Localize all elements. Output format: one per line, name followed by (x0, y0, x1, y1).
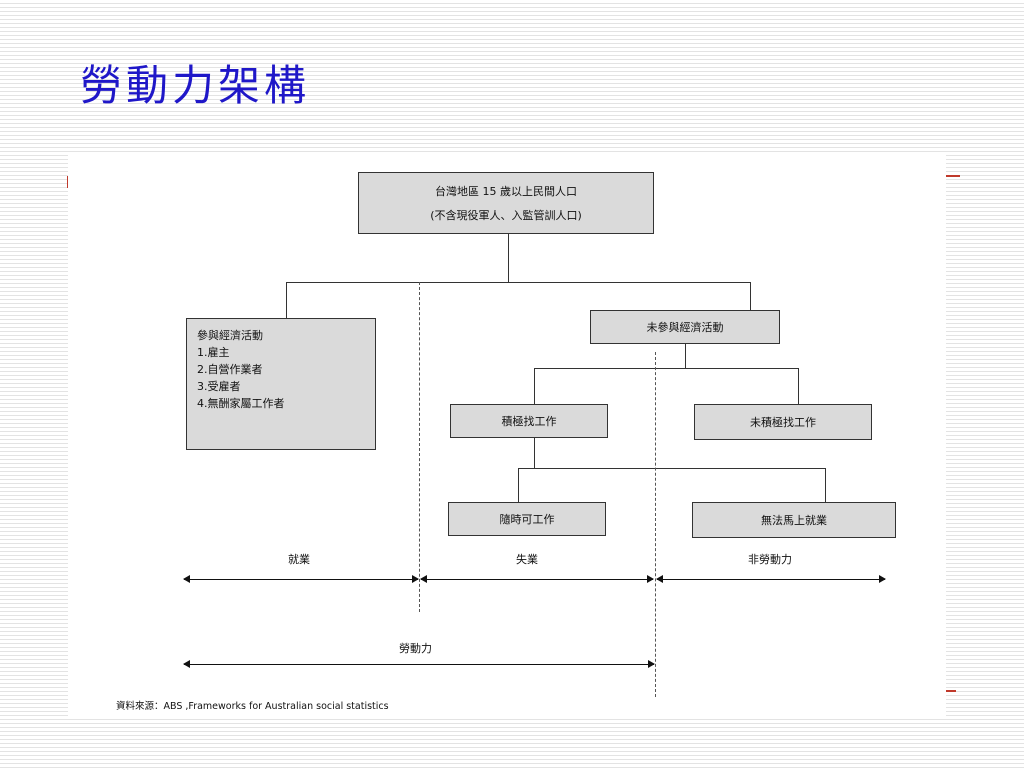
arrowhead-left (183, 575, 190, 583)
arrowhead-right (412, 575, 419, 583)
arrowhead-right (879, 575, 886, 583)
as-left-drop (518, 468, 519, 502)
inactive-search-label: 未積極找工作 (750, 416, 816, 429)
active-search-box: 積極找工作 (450, 404, 608, 438)
root-line-2: (不含現役軍人、入監管訓人口) (430, 209, 582, 222)
participating-heading: 參與經濟活動 (197, 329, 263, 342)
root-population-box: 台灣地區 15 歲以上民間人口 (不含現役軍人、入監管訓人口) (358, 172, 654, 234)
arrowhead-left (183, 660, 190, 668)
available-label: 隨時可工作 (499, 513, 555, 526)
np-branch (534, 368, 798, 369)
divider-employed-unemployed (419, 282, 420, 612)
arrow-labor-force (183, 660, 655, 668)
participating-item: 2.自營作業者 (197, 363, 263, 376)
np-left-drop (534, 368, 535, 404)
diagram-panel: 台灣地區 15 歲以上民間人口 (不含現役軍人、入監管訓人口) 參與經濟活動 1… (68, 152, 946, 718)
divider-labor-nonlabor (655, 352, 656, 697)
np-right-drop (798, 368, 799, 404)
accent-line-right-top (946, 175, 960, 177)
participating-item: 1.雇主 (197, 346, 230, 359)
available-box: 隨時可工作 (448, 502, 606, 536)
participating-item: 4.無酬家屬工作者 (197, 397, 285, 410)
arrowhead-right (647, 575, 654, 583)
as-stem (534, 438, 535, 468)
label-non-labor: 非勞動力 (748, 553, 792, 566)
root-stem (508, 234, 509, 282)
arrow-employed (183, 575, 419, 583)
unavailable-label: 無法馬上就業 (761, 514, 827, 527)
source-note: 資料來源：ABS ,Frameworks for Australian soci… (116, 701, 389, 712)
as-right-drop (825, 468, 826, 502)
branch-right-drop (750, 282, 751, 310)
not-participating-box: 未參與經濟活動 (590, 310, 780, 344)
arrowhead-right (648, 660, 655, 668)
as-branch (518, 468, 826, 469)
root-line-1: 台灣地區 15 歲以上民間人口 (435, 185, 577, 198)
label-labor-force: 勞動力 (399, 642, 432, 655)
label-unemployed: 失業 (516, 553, 538, 566)
arrow-unemployed (420, 575, 654, 583)
active-search-label: 積極找工作 (501, 415, 557, 428)
np-stem (685, 344, 686, 368)
arrowhead-left (420, 575, 427, 583)
label-employed: 就業 (288, 553, 310, 566)
unavailable-box: 無法馬上就業 (692, 502, 896, 538)
participating-item: 3.受雇者 (197, 380, 241, 393)
participating-box: 參與經濟活動 1.雇主 2.自營作業者 3.受雇者 4.無酬家屬工作者 (186, 318, 376, 450)
accent-line-right-bottom (946, 690, 956, 692)
arrowhead-left (656, 575, 663, 583)
root-branch (286, 282, 750, 283)
arrow-non-labor (656, 575, 886, 583)
branch-left-drop (286, 282, 287, 318)
slide-title: 勞動力架構 (80, 61, 311, 110)
not-participating-label: 未參與經濟活動 (646, 321, 724, 334)
inactive-search-box: 未積極找工作 (694, 404, 872, 440)
